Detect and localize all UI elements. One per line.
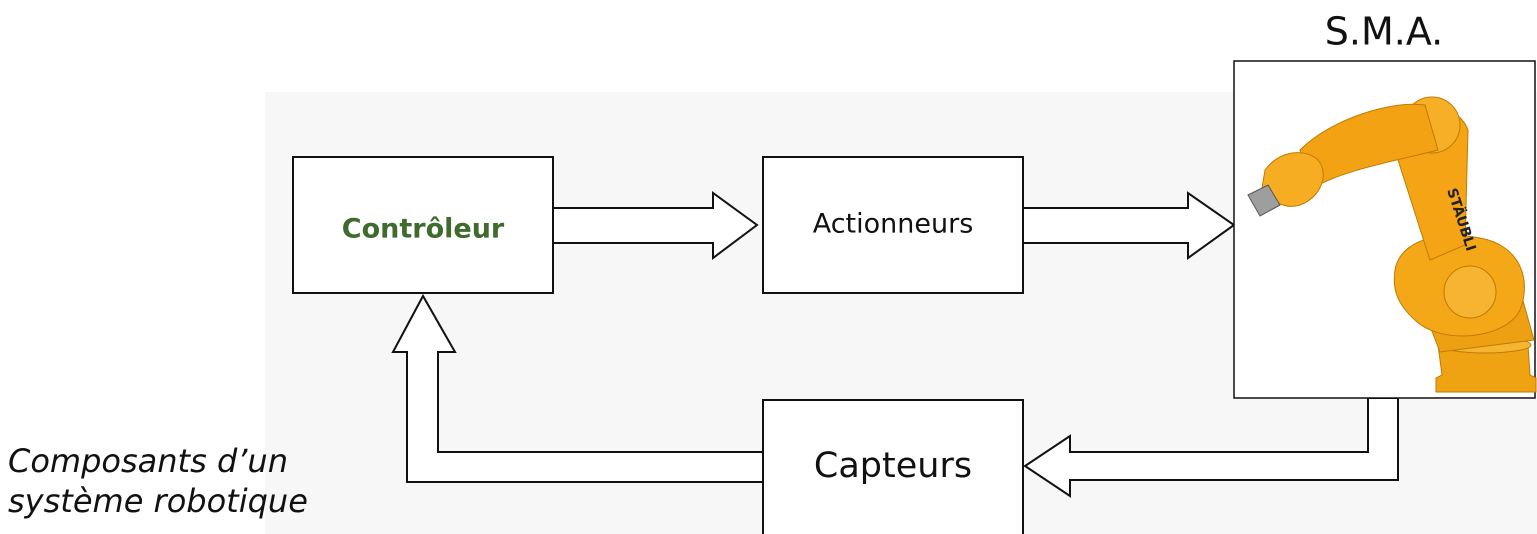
controller-label: Contrôleur [342,214,505,245]
system-label: S.M.A. [1325,10,1443,54]
figure-caption: Composants d’un système robotique [8,441,308,521]
arrow-actuators-to-robot [1022,191,1236,260]
arrow-robot-to-sensors [1023,397,1399,498]
sensors-label: Capteurs [814,446,972,486]
controller-block: Contrôleur [292,156,554,294]
actuators-block: Actionneurs [762,156,1024,294]
arrow-controller-to-actuators [552,191,759,260]
industrial-robot-icon: STÄUBLI [1247,96,1537,393]
sensors-block: Capteurs [762,399,1024,534]
actuators-label: Actionneurs [813,209,974,240]
arrow-sensors-to-controller [391,293,764,483]
caption-line-1: Composants d’un [8,442,288,480]
caption-line-2: système robotique [8,482,308,520]
